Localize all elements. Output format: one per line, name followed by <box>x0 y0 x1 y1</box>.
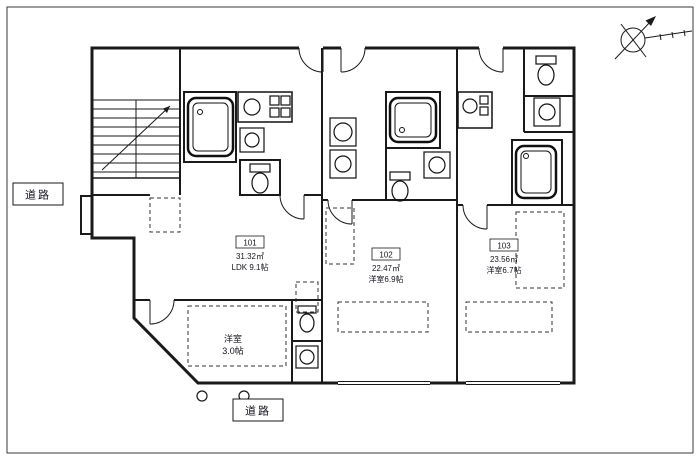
unit-102-area: 22.47㎡ <box>372 264 400 273</box>
unit-103-area: 23.56㎡ <box>490 255 518 264</box>
kitchen-sink-103 <box>457 91 493 129</box>
bedroom-101-label: 洋室 3.0帖 <box>222 333 244 356</box>
washbasin-101 <box>239 127 265 153</box>
unit-103-number: 103 <box>497 242 511 251</box>
road-bottom-text: 道路 <box>245 404 271 418</box>
washing-machine-102 <box>329 117 357 147</box>
washbasin-101b <box>295 345 319 369</box>
unit-101-room-type: LDK 9.1帖 <box>232 262 269 272</box>
bedroom-101-name: 洋室 <box>224 333 242 344</box>
entry-porch <box>80 195 93 235</box>
unit-102-room-type: 洋室6.9帖 <box>368 274 403 284</box>
toilet-101b <box>297 305 317 333</box>
washbasin-102b <box>423 151 451 179</box>
dashed-closets <box>149 197 565 367</box>
unit-101-label: 101 31.32㎡ LDK 9.1帖 <box>232 235 269 272</box>
wall-openings <box>256 45 560 387</box>
windows <box>338 381 560 385</box>
bathtub-101 <box>186 96 235 158</box>
door-swings <box>149 47 504 325</box>
road-label-left: 道路 <box>12 182 64 206</box>
unit-103-room-type: 洋室6.7帖 <box>486 265 521 275</box>
washbasin-102 <box>329 149 357 179</box>
road-label-bottom: 道路 <box>232 398 284 422</box>
toilet-103 <box>535 55 557 86</box>
interior-walls <box>92 48 574 383</box>
washbasin-103 <box>533 97 561 127</box>
exterior-walls <box>90 46 576 385</box>
page-border <box>6 6 694 454</box>
road-left-text: 道路 <box>25 188 51 202</box>
kitchen-counter-101 <box>237 91 293 123</box>
unit-102-number: 102 <box>379 251 393 260</box>
bedroom-101-size: 3.0帖 <box>222 345 244 356</box>
toilet-102 <box>389 171 411 202</box>
unit-101-area: 31.32㎡ <box>236 252 264 261</box>
unit-103-label: 103 23.56㎡ 洋室6.7帖 <box>486 238 522 275</box>
bathtub-102 <box>388 96 438 144</box>
compass-icon <box>614 16 693 60</box>
staircase <box>92 99 180 179</box>
unit-102-label: 102 22.47㎡ 洋室6.9帖 <box>368 247 404 284</box>
toilet-101 <box>249 163 271 194</box>
bathtub-103 <box>514 144 558 200</box>
unit-101-number: 101 <box>243 239 257 248</box>
